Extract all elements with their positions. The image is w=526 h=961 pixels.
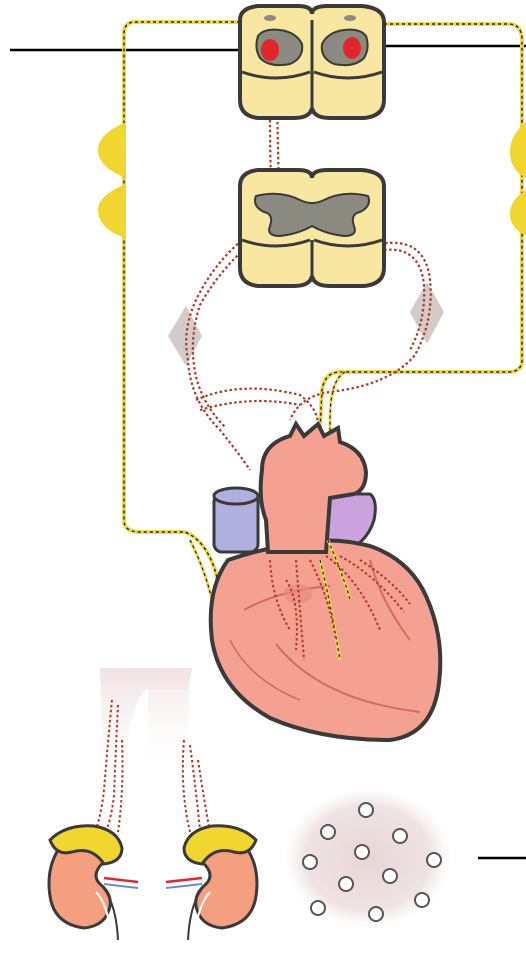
left-kidney-with-adrenal xyxy=(49,826,138,940)
right-red-nucleus xyxy=(343,37,361,59)
blood-cells-cluster xyxy=(284,788,452,928)
left-red-nucleus xyxy=(261,39,279,61)
right-grey-ganglion xyxy=(410,282,444,344)
left-yellow-ganglia xyxy=(98,122,126,238)
spinal-cord-segment-lower xyxy=(240,170,384,286)
right-kidney-with-adrenal xyxy=(166,826,257,940)
spinal-cord-segment-upper xyxy=(240,6,384,118)
